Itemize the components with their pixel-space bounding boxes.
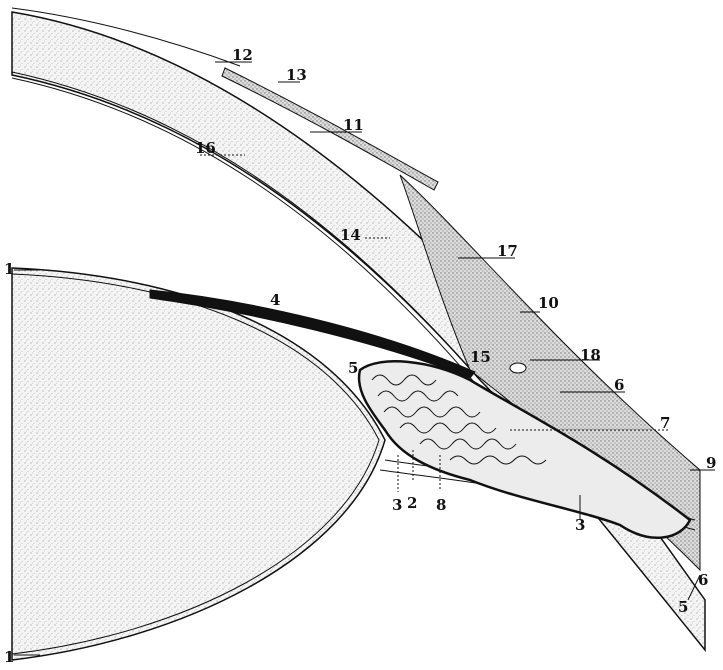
label-11: 11 — [343, 116, 364, 134]
label-5-bottom: 5 — [678, 598, 688, 616]
label-10: 10 — [538, 294, 559, 312]
label-1-bottom: 1 — [4, 648, 14, 666]
label-3-right: 3 — [575, 516, 585, 534]
label-18: 18 — [580, 346, 601, 364]
label-4: 4 — [270, 291, 280, 309]
label-2: 2 — [407, 494, 417, 512]
label-8: 8 — [436, 496, 446, 514]
label-17: 17 — [497, 242, 518, 260]
label-6-lower: 6 — [698, 571, 708, 589]
label-16: 16 — [195, 139, 216, 157]
label-1-top: 1 — [4, 260, 14, 278]
label-6-upper: 6 — [614, 376, 624, 394]
label-3-left: 3 — [392, 496, 402, 514]
label-5-top: 5 — [348, 359, 358, 377]
schlemm-canal — [510, 363, 526, 373]
label-9: 9 — [706, 454, 716, 472]
label-15: 15 — [470, 348, 491, 366]
label-7: 7 — [660, 414, 670, 432]
label-13: 13 — [286, 66, 307, 84]
label-12: 12 — [232, 46, 253, 64]
label-14: 14 — [340, 226, 361, 244]
